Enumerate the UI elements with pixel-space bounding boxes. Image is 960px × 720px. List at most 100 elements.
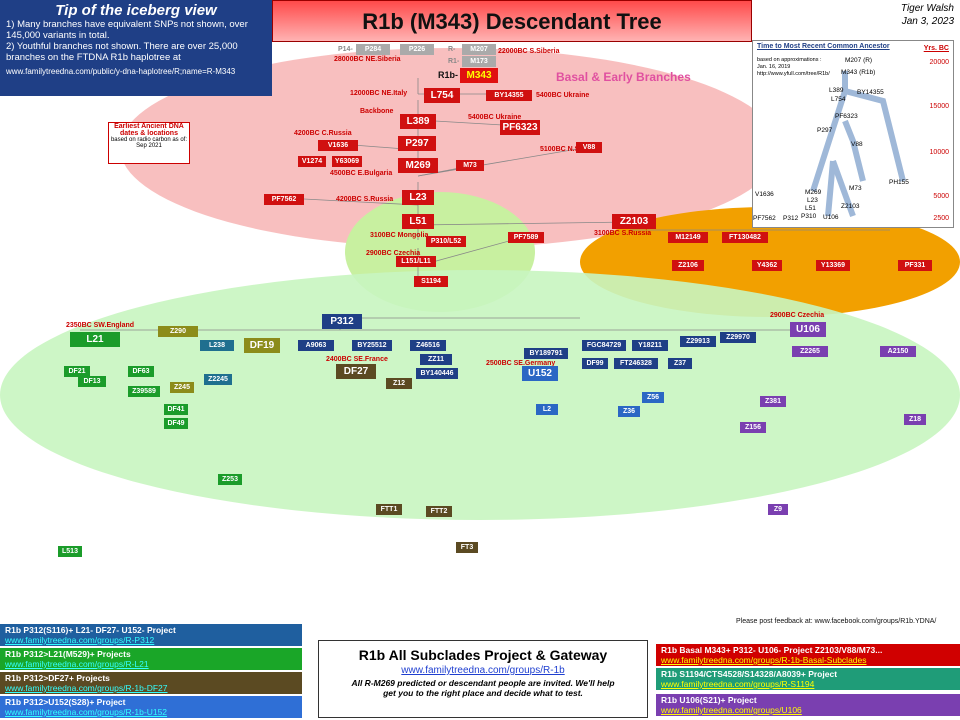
tip-url[interactable]: www.familytreedna.com/public/y-dna-haplo… [6, 67, 236, 76]
node-pf6323[interactable]: PF6323 [500, 120, 540, 135]
node-l513[interactable]: L513 [58, 546, 82, 557]
node-u152[interactable]: U152 [522, 366, 558, 381]
node-m269[interactable]: M269 [398, 158, 438, 173]
node-pf7589[interactable]: PF7589 [508, 232, 544, 243]
node-y4362[interactable]: Y4362 [752, 260, 782, 271]
node-zz11[interactable]: ZZ11 [420, 354, 452, 365]
node-ftt1[interactable]: FTT1 [376, 504, 402, 515]
r1b-tag: R1b- [438, 70, 458, 80]
node-z12[interactable]: Z12 [386, 378, 412, 389]
node-l2[interactable]: L2 [536, 404, 558, 415]
node-m173[interactable]: M173 [462, 56, 496, 67]
node-y13369[interactable]: Y13369 [816, 260, 850, 271]
node-z2245[interactable]: Z2245 [204, 374, 232, 385]
footer-project-u152[interactable]: R1b P312>U152(S28)+ Project www.familytr… [0, 696, 302, 718]
node-z37[interactable]: Z37 [668, 358, 692, 369]
node-m73[interactable]: M73 [456, 160, 484, 171]
node-a2150[interactable]: A2150 [880, 346, 916, 357]
node-z56[interactable]: Z56 [642, 392, 664, 403]
node-z245[interactable]: Z245 [170, 382, 194, 393]
node-by14355[interactable]: BY14355 [486, 90, 532, 101]
tip-title: Tip of the iceberg view [55, 2, 217, 19]
node-m12149[interactable]: M12149 [668, 232, 708, 243]
footer-df27-url[interactable]: www.familytreedna.com/groups/R-1b-DF27 [5, 683, 168, 693]
node-z253[interactable]: Z253 [218, 474, 242, 485]
node-fgc84729[interactable]: FGC84729 [582, 340, 626, 351]
node-z381[interactable]: Z381 [760, 396, 786, 407]
node-z290[interactable]: Z290 [158, 326, 198, 337]
node-p284[interactable]: P284 [356, 44, 390, 55]
tmrca-note: based on approximations : Jan. 16, 2019 … [757, 57, 830, 77]
node-by140446[interactable]: BY140446 [416, 368, 458, 379]
node-pf331[interactable]: PF331 [898, 260, 932, 271]
u152-date: 2500BC SE.Germany [486, 360, 556, 367]
footer-project-u106[interactable]: R1b U106(S21)+ Project www.familytreedna… [656, 694, 960, 716]
footer-project-s1194[interactable]: R1b S1194/CTS4528/S14328/A8039+ Project … [656, 668, 960, 690]
footer-u106-url[interactable]: www.familytreedna.com/groups/U106 [661, 705, 802, 715]
node-by25512[interactable]: BY25512 [352, 340, 392, 351]
node-z2265[interactable]: Z2265 [792, 346, 828, 357]
node-df41[interactable]: DF41 [164, 404, 188, 415]
node-v88[interactable]: V88 [576, 142, 602, 153]
node-p297[interactable]: P297 [398, 136, 436, 151]
node-ft246328[interactable]: FT246328 [614, 358, 658, 369]
node-l21[interactable]: L21 [70, 332, 120, 347]
author: Tiger Walsh [900, 3, 954, 14]
node-pf7562[interactable]: PF7562 [264, 194, 304, 205]
footer-project-l21[interactable]: R1b P312>L21(M529)+ Projects www.familyt… [0, 648, 302, 670]
tmrca-pf6323: PF6323 [835, 113, 858, 120]
node-z156[interactable]: Z156 [740, 422, 766, 433]
node-z29970[interactable]: Z29970 [720, 332, 756, 343]
feedback-text[interactable]: Please post feedback at: www.facebook.co… [736, 618, 937, 625]
node-l389[interactable]: L389 [400, 114, 436, 129]
node-df21[interactable]: DF21 [64, 366, 90, 377]
node-ftt2[interactable]: FTT2 [426, 506, 452, 517]
node-z2103[interactable]: Z2103 [612, 214, 656, 229]
node-z29913[interactable]: Z29913 [680, 336, 716, 347]
node-df49[interactable]: DF49 [164, 418, 188, 429]
p310-date: 3100BC Mongolia [370, 232, 429, 239]
footer-s1194-url[interactable]: www.familytreedna.com/groups/R-S1194 [661, 679, 815, 689]
footer-basal-url[interactable]: www.familytreedna.com/groups/R-1b-Basal-… [661, 655, 867, 665]
node-ft130482[interactable]: FT130482 [722, 232, 768, 243]
node-df27[interactable]: DF27 [336, 364, 376, 379]
node-u106[interactable]: U106 [790, 322, 826, 337]
node-z46516[interactable]: Z46516 [410, 340, 446, 351]
footer-u152-url[interactable]: www.familytreedna.com/groups/R-1b-U152 [5, 707, 168, 717]
center-url[interactable]: www.familytreedna.com/groups/R-1b [401, 665, 565, 676]
node-df99[interactable]: DF99 [582, 358, 608, 369]
node-p310[interactable]: P310/L52 [426, 236, 466, 247]
node-y18211[interactable]: Y18211 [632, 340, 668, 351]
node-df13[interactable]: DF13 [78, 376, 106, 387]
footer-project-p312[interactable]: R1b P312(S116)+ L21- DF27- U152- Project… [0, 624, 302, 646]
node-l238[interactable]: L238 [200, 340, 234, 351]
node-a9063[interactable]: A9063 [298, 340, 334, 351]
node-z9[interactable]: Z9 [768, 504, 788, 515]
node-s1194[interactable]: S1194 [414, 276, 448, 287]
node-l754[interactable]: L754 [424, 88, 460, 103]
footer-p312-url[interactable]: www.familytreedna.com/groups/R-P312 [5, 635, 155, 645]
node-z39589[interactable]: Z39589 [128, 386, 160, 397]
node-p312[interactable]: P312 [322, 314, 362, 329]
footer-l21-url[interactable]: www.familytreedna.com/groups/R-L21 [5, 659, 149, 669]
node-v1636[interactable]: V1636 [318, 140, 358, 151]
node-y63069[interactable]: Y63069 [332, 156, 362, 167]
node-l23[interactable]: L23 [402, 190, 434, 205]
node-p226[interactable]: P226 [400, 44, 434, 55]
node-v1274[interactable]: V1274 [298, 156, 326, 167]
node-m207[interactable]: M207 [462, 44, 496, 55]
tmrca-tick-0: 20000 [929, 59, 949, 66]
node-m343[interactable]: M343 [460, 68, 498, 83]
node-ft3[interactable]: FT3 [456, 542, 478, 553]
footer-project-basal[interactable]: R1b Basal M343+ P312- U106- Project Z210… [656, 644, 960, 666]
node-l151[interactable]: L151/L11 [396, 256, 436, 267]
r-tag: R- [448, 46, 456, 53]
node-z2106[interactable]: Z2106 [672, 260, 704, 271]
node-df19[interactable]: DF19 [244, 338, 280, 353]
node-z18[interactable]: Z18 [904, 414, 926, 425]
node-z36[interactable]: Z36 [618, 406, 640, 417]
node-by189791[interactable]: BY189791 [524, 348, 568, 359]
node-l51[interactable]: L51 [402, 214, 434, 229]
footer-project-df27[interactable]: R1b P312>DF27+ Projects www.familytreedn… [0, 672, 302, 694]
node-df63[interactable]: DF63 [128, 366, 154, 377]
